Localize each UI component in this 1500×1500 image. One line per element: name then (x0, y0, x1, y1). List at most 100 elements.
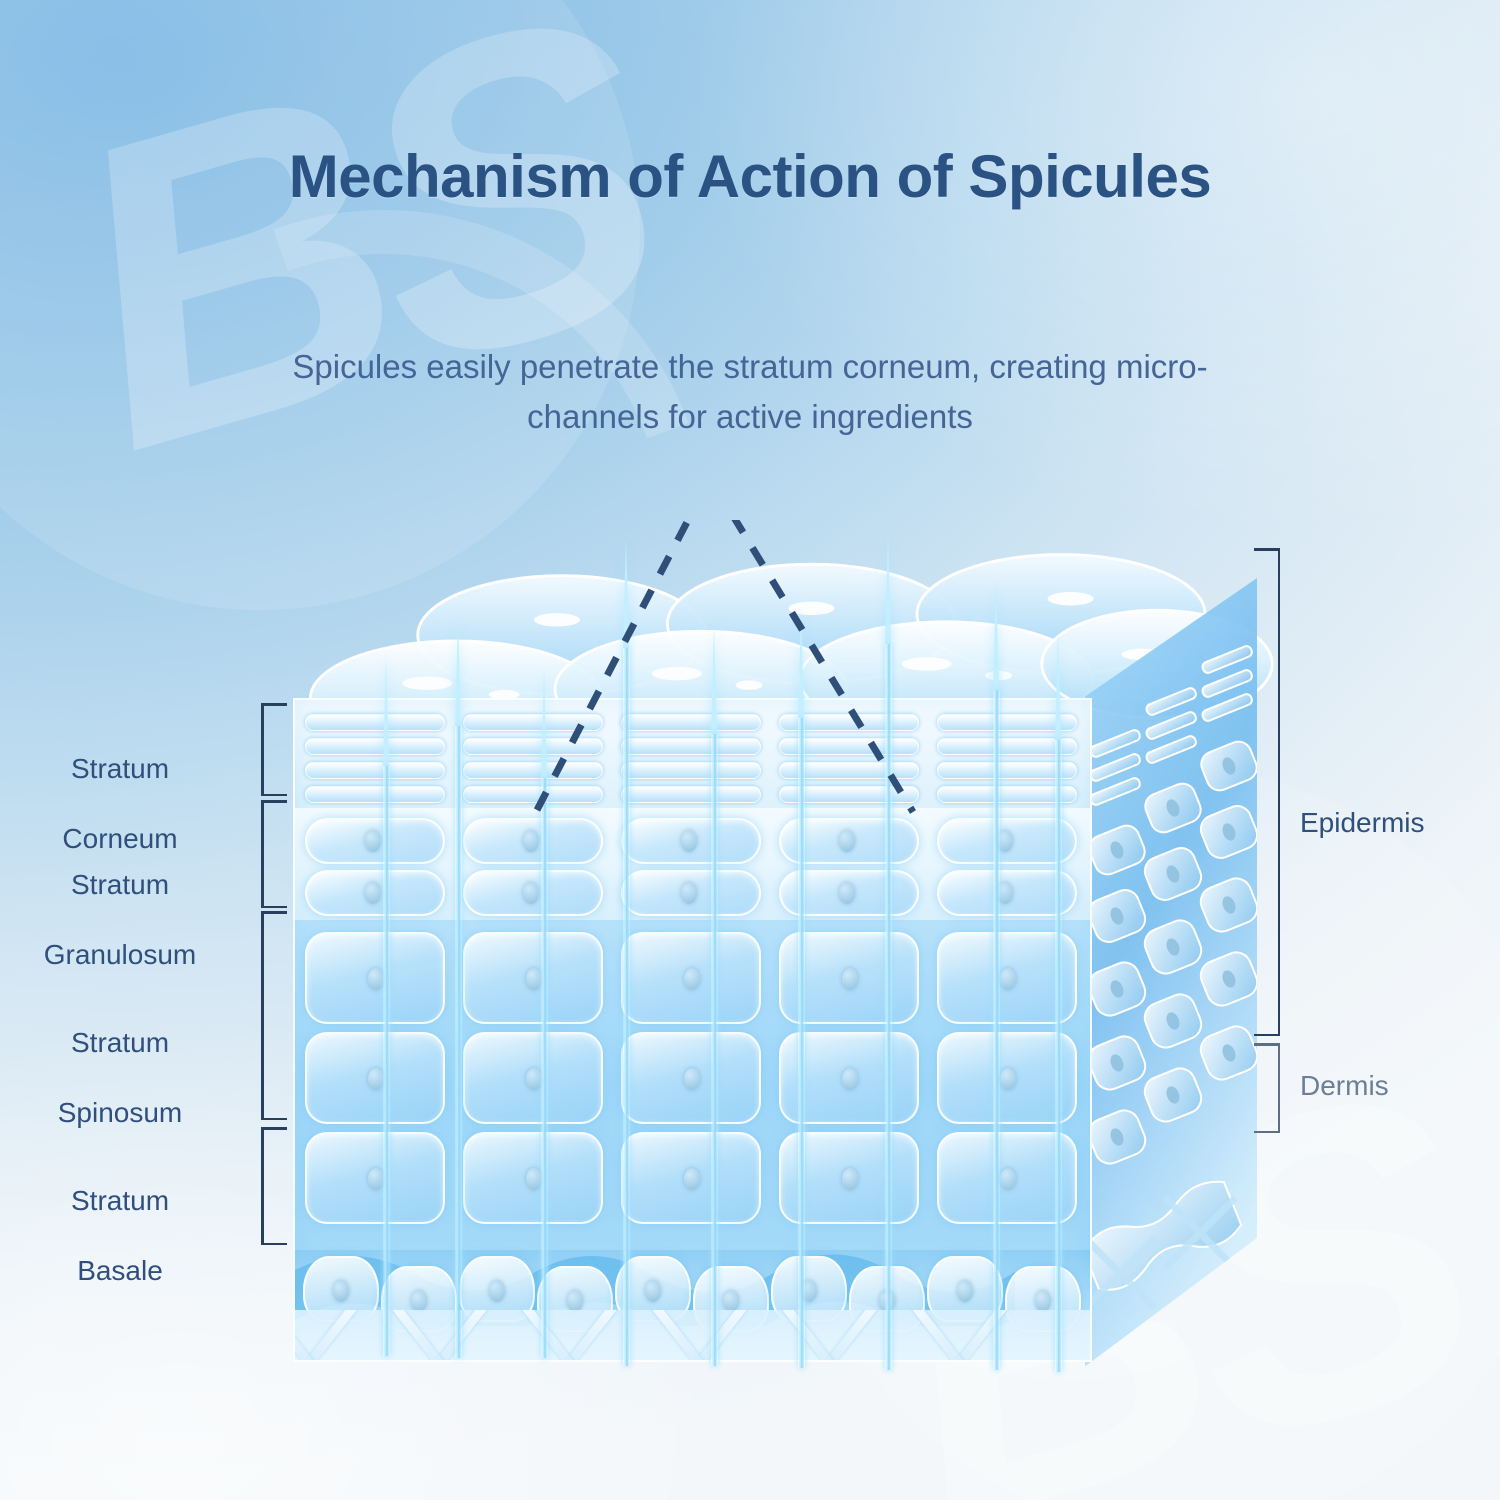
cell-nucleus (522, 882, 539, 904)
cell-nucleus (680, 882, 697, 904)
cell-nucleus (841, 1068, 858, 1090)
corneum-cell (305, 786, 445, 803)
cell-nucleus (801, 1280, 817, 1302)
cell-nucleus (364, 830, 381, 852)
label-line-1: Stratum (70, 1185, 170, 1216)
label-line-1: Stratum (70, 753, 170, 784)
spicule-shaft (1055, 740, 1062, 1372)
corneum-cell (937, 738, 1077, 755)
cell-nucleus (1035, 1290, 1051, 1312)
spicule-shaft (623, 648, 630, 1366)
cell-nucleus (567, 1290, 583, 1312)
spicule-tip (993, 580, 999, 690)
label-line-2: Granulosum (43, 939, 197, 970)
spinosum-cell (937, 932, 1077, 1024)
label-dermis: Dermis (1300, 1070, 1389, 1101)
spicule-tip (541, 668, 547, 778)
spicule-tip (1055, 630, 1061, 740)
cell-nucleus (525, 1068, 542, 1090)
spicule-shaft (993, 690, 1000, 1370)
spicule-shaft (711, 734, 718, 1366)
granulosum-cell (621, 870, 761, 916)
cell-nucleus (645, 1280, 661, 1302)
page-subtitle: Spicules easily penetrate the stratum co… (292, 348, 1208, 436)
spinosum-cell (463, 932, 603, 1024)
granulosum-cell (937, 818, 1077, 864)
page-title: Mechanism of Action of Spicules (288, 143, 1212, 210)
corneum-cell (463, 762, 603, 779)
label-stratum-granulosum: Stratum Granulosum (0, 832, 245, 972)
cell-nucleus (333, 1280, 349, 1302)
spicule-tip (383, 656, 389, 766)
spinosum-cell (463, 1032, 603, 1124)
cell-nucleus (364, 882, 381, 904)
cell-nucleus (957, 1280, 973, 1302)
cell-nucleus (367, 968, 384, 990)
spicule-shaft (455, 726, 462, 1358)
corneum-cell (621, 738, 761, 755)
granulosum-cell (305, 870, 445, 916)
cell-nucleus (999, 1168, 1016, 1190)
cell-nucleus (411, 1290, 427, 1312)
label-line-2: Corneum (62, 823, 178, 854)
label-stratum-basale: Stratum Basale (0, 1148, 245, 1288)
corneum-cell (305, 714, 445, 731)
cell-nucleus (841, 968, 858, 990)
granulosum-cell (937, 870, 1077, 916)
corneum-cell (621, 786, 761, 803)
block-side-face (1083, 578, 1257, 1368)
cell-nucleus (683, 1168, 700, 1190)
cell-nucleus (522, 830, 539, 852)
corneum-cell (305, 738, 445, 755)
label-line-1: Stratum (70, 1027, 170, 1058)
corneum-cell (305, 762, 445, 779)
skin-block-illustration (293, 520, 1274, 1372)
cell-nucleus (680, 830, 697, 852)
cell-nucleus (999, 1068, 1016, 1090)
cell-nucleus (489, 1280, 505, 1302)
cell-nucleus (683, 968, 700, 990)
corneum-cell (937, 762, 1077, 779)
spicule-tip (798, 608, 804, 718)
bracket-epidermis (1252, 548, 1280, 1036)
label-line-1: Stratum (70, 869, 170, 900)
spinosum-cell (463, 1132, 603, 1224)
cell-nucleus (367, 1068, 384, 1090)
label-stratum-spinosum: Stratum Spinosum (0, 990, 245, 1130)
cell-nucleus (525, 1168, 542, 1190)
label-stratum-corneum: Stratum Corneum (0, 716, 245, 856)
corneum-cell (621, 762, 761, 779)
cell-nucleus (841, 1168, 858, 1190)
spinosum-cell (937, 1132, 1077, 1224)
cell-nucleus (838, 830, 855, 852)
spicule-shaft (798, 718, 805, 1368)
cell-nucleus (683, 1068, 700, 1090)
corneum-cell (621, 714, 761, 731)
corneum-cell (937, 714, 1077, 731)
cell-nucleus (996, 882, 1013, 904)
corneum-cell (937, 786, 1077, 803)
spinosum-cell (305, 932, 445, 1024)
spicule-tip (455, 616, 461, 726)
label-epidermis: Epidermis (1300, 807, 1425, 838)
spicule-shaft (541, 778, 548, 1358)
cell-nucleus (838, 882, 855, 904)
spinosum-cell (305, 1032, 445, 1124)
cell-nucleus (996, 830, 1013, 852)
label-line-2: Spinosum (57, 1097, 183, 1128)
cell-nucleus (367, 1168, 384, 1190)
corneum-cell (463, 738, 603, 755)
side-face-cells (1085, 645, 1257, 1311)
spicule-shaft (885, 644, 892, 1370)
corneum-cell (463, 714, 603, 731)
granulosum-cell (463, 818, 603, 864)
cell-nucleus (999, 968, 1016, 990)
cell-nucleus (525, 968, 542, 990)
spinosum-cell (937, 1032, 1077, 1124)
bracket-dermis (1252, 1043, 1280, 1133)
spicule-tip (623, 538, 629, 648)
granulosum-cell (621, 818, 761, 864)
block-front-face (293, 698, 1092, 1362)
spinosum-cell (621, 1032, 761, 1124)
